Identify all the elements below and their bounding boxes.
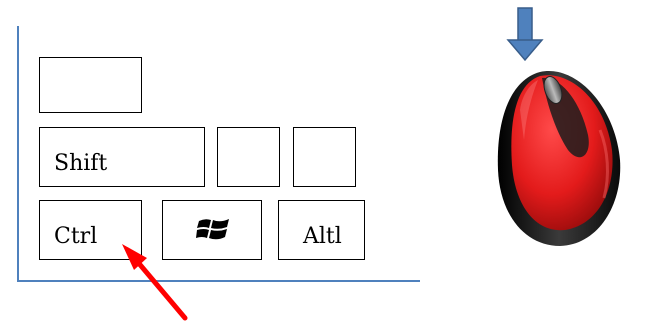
shift-key[interactable]: Shift <box>39 127 205 187</box>
blank-key-top[interactable] <box>39 57 142 113</box>
windows-key[interactable] <box>162 200 262 260</box>
alt-key[interactable]: Altl <box>278 200 365 260</box>
blank-key-middle-2[interactable] <box>293 127 356 187</box>
windows-logo-icon <box>196 219 229 240</box>
shift-key-label: Shift <box>54 151 108 176</box>
ctrl-key-label: Ctrl <box>54 224 98 249</box>
mouse-icon <box>497 7 621 246</box>
frame-bottom-border <box>17 280 420 282</box>
click-down-arrow-icon <box>506 7 544 62</box>
ctrl-key[interactable]: Ctrl <box>39 200 142 260</box>
mouse-click-illustration <box>480 0 630 260</box>
blank-key-middle-1[interactable] <box>217 127 280 187</box>
frame-left-border <box>17 26 19 282</box>
alt-key-label: Altl <box>303 224 342 249</box>
